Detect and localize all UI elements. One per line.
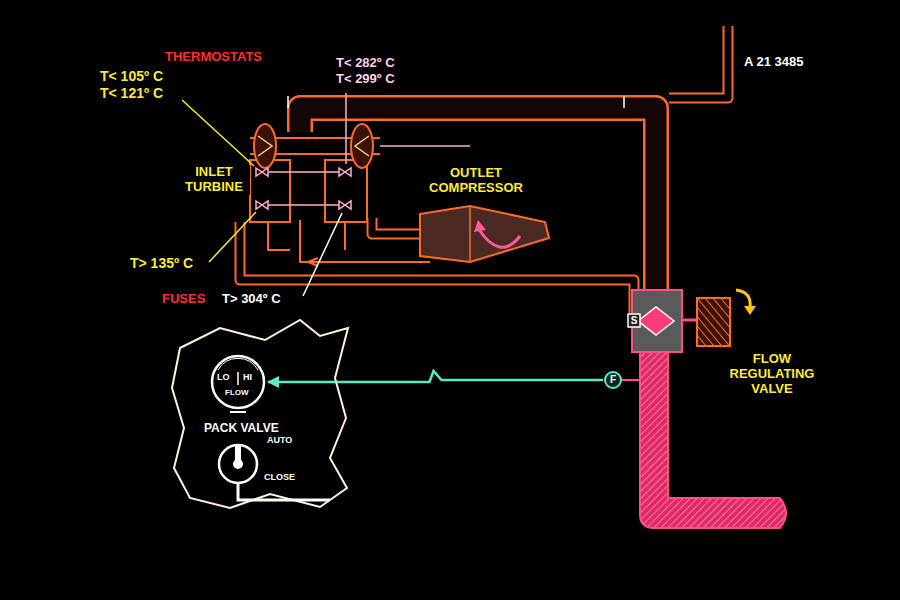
gauge-scale: LO	[217, 373, 230, 383]
control-panel-outline	[219, 445, 257, 483]
figure-number: A 21 3485	[742, 55, 806, 70]
temperature-limit: T< 105º C	[98, 68, 165, 84]
panel-label: PACK VALVE	[204, 422, 279, 435]
flow-regulating-valve	[682, 319, 697, 322]
air-cycle-machine	[254, 124, 276, 168]
temperature-limit: T> 135º C	[128, 255, 195, 271]
air-ducts	[372, 218, 420, 234]
air-ducts	[240, 26, 728, 313]
compressor-outlet	[478, 228, 520, 247]
air-ducts	[300, 108, 656, 292]
part-name: INLET TURBINE	[178, 165, 250, 195]
temperature-limit: T< 299º C	[334, 72, 397, 87]
part-name: FLOW REGULATING VALVE	[720, 352, 824, 397]
heading-label: FUSES	[160, 292, 207, 307]
thermostat-symbols	[256, 201, 268, 209]
air-ducts	[300, 220, 430, 262]
gauge-scale: FLOW	[225, 389, 249, 398]
gauge-scale: HI	[243, 373, 252, 383]
leader-lines	[182, 100, 254, 166]
control-panel: PACK VALVEAUTO CLOSE LO HI FLOW	[170, 318, 352, 510]
control-panel-outline	[238, 484, 330, 500]
flow-gauge: LO HI FLOW	[210, 354, 266, 410]
thermostat-symbols	[256, 168, 351, 209]
heading-label: THERMOSTATS	[163, 50, 264, 65]
compressor-outlet	[469, 206, 471, 262]
leader-lines	[345, 93, 347, 164]
air-cycle-machine	[380, 145, 470, 147]
flow-regulating-valve	[744, 306, 756, 315]
flow-gauge-outline	[212, 356, 264, 408]
thermostat-symbols	[256, 168, 268, 176]
air-cycle-machine	[258, 136, 272, 156]
thermostat-symbols	[339, 168, 351, 176]
temperature-limit: T> 304º C	[220, 292, 283, 307]
sensor-box: S	[627, 313, 641, 328]
air-ducts	[300, 108, 656, 292]
air-ducts	[669, 26, 728, 98]
compressor-outlet	[420, 206, 549, 262]
air-cycle-machine	[351, 124, 373, 168]
control-panel-outline	[233, 459, 243, 469]
air-ducts	[344, 222, 346, 250]
flow-regulating-valve	[638, 307, 674, 335]
flow-regulating-valve	[697, 298, 730, 346]
sensor-letter: F	[610, 375, 616, 385]
air-cycle-machine	[355, 136, 369, 156]
compressor-outlet	[420, 206, 549, 262]
thermostat-symbols	[268, 171, 339, 173]
flow-gauge-outline	[218, 358, 258, 370]
flow-regulating-valve	[736, 290, 750, 308]
thermostat-symbols	[339, 201, 351, 209]
switch-position: CLOSE	[264, 473, 295, 483]
compressor-outlet	[474, 220, 486, 232]
air-ducts	[308, 258, 318, 266]
sensor-letter: S	[631, 316, 638, 326]
part-name: OUTLET COMPRESSOR	[418, 166, 534, 196]
air-ducts	[669, 26, 728, 98]
air-ducts	[268, 222, 290, 250]
flow-sensor: F	[604, 371, 622, 389]
air-ducts	[288, 96, 624, 108]
air-cycle-machine	[325, 160, 367, 222]
switch-position: AUTO	[267, 436, 292, 446]
flow-regulating-valve	[622, 290, 786, 528]
flow-sensor-outline	[605, 372, 621, 388]
sensor-box-outline	[628, 314, 640, 327]
temperature-limit: T< 282º C	[334, 56, 397, 71]
flow-gauge-outline	[237, 372, 239, 385]
temperature-limit: T< 121º C	[98, 85, 165, 101]
control-panel-outline	[172, 320, 348, 508]
flow-regulating-valve	[622, 379, 640, 381]
air-ducts	[372, 218, 420, 234]
thermostat-symbols	[268, 204, 339, 206]
control-panel-outline	[170, 318, 352, 510]
control-panel-outline	[230, 411, 246, 413]
leader-lines	[209, 212, 256, 262]
signal-line	[268, 371, 603, 382]
leader-lines	[303, 213, 342, 296]
